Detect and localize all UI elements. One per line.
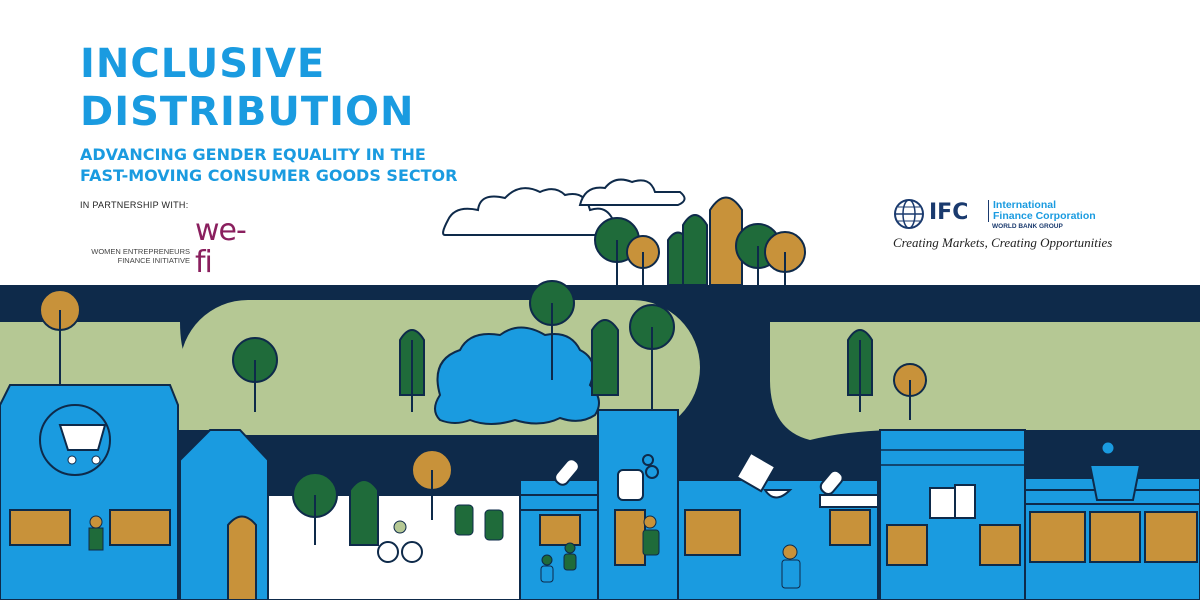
shop-row xyxy=(677,451,879,600)
cloud xyxy=(442,178,686,236)
title-line-2: DISTRIBUTION xyxy=(80,89,415,135)
title-line-1: INCLUSIVE xyxy=(80,41,326,87)
ifc-logo: IFC International Finance Corporation WO… xyxy=(893,198,1112,258)
wefi-logo: we-fi WOMEN ENTREPRENEURS FINANCE INITIA… xyxy=(80,215,247,279)
subtitle-line-1: ADVANCING GENDER EQUALITY IN THE xyxy=(80,145,426,164)
park-trees xyxy=(39,280,927,420)
partnership-label: IN PARTNERSHIP WITH: xyxy=(80,200,189,210)
ifc-abbreviation: IFC xyxy=(929,200,969,225)
subtitle: ADVANCING GENDER EQUALITY IN THE FAST-MO… xyxy=(80,144,457,186)
subtitle-line-2: FAST-MOVING CONSUMER GOODS SECTOR xyxy=(80,166,458,185)
shop-popsicle xyxy=(519,458,601,600)
small-house xyxy=(179,429,269,600)
wefi-tagline: WOMEN ENTREPRENEURS FINANCE INITIATIVE xyxy=(91,247,190,265)
wefi-wordmark: we-fi xyxy=(195,213,247,280)
ifc-slogan: Creating Markets, Creating Opportunities xyxy=(893,235,1113,250)
people xyxy=(540,515,801,589)
world-bank-group-label: WORLD BANK GROUP xyxy=(992,223,1063,230)
park-right xyxy=(770,322,1200,440)
basket-icon xyxy=(1088,464,1142,501)
globe-icon xyxy=(894,199,924,229)
shop-cart xyxy=(0,384,179,600)
shop-basket xyxy=(1024,441,1200,600)
shop-tall xyxy=(597,409,679,600)
main-title: INCLUSIVE DISTRIBUTION xyxy=(80,40,414,136)
plaza-trees xyxy=(292,449,504,563)
bottle-icon xyxy=(617,469,644,501)
shop-grid xyxy=(879,429,1026,600)
hill-trees xyxy=(594,196,806,286)
popsicle-icon xyxy=(554,458,580,486)
ifc-full-name: International Finance Corporation xyxy=(988,200,1096,222)
